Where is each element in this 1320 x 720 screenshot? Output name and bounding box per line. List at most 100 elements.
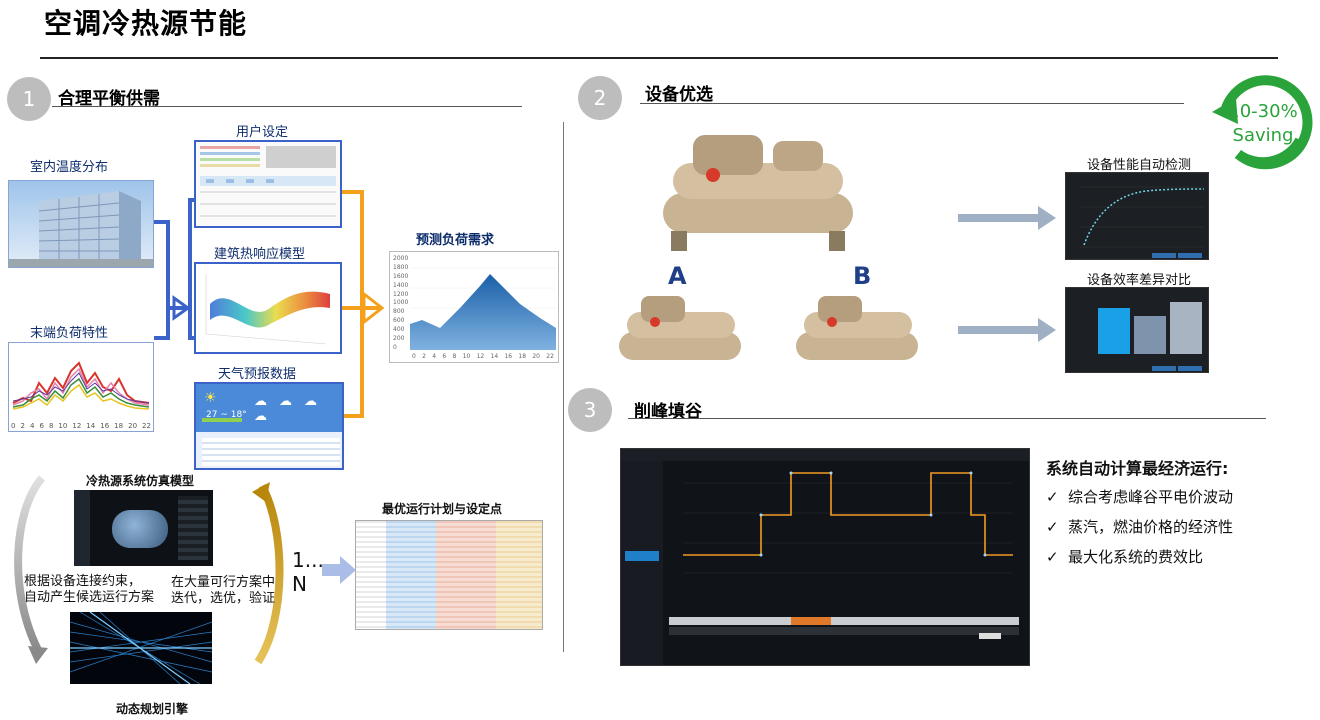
section-3-title: 削峰填谷 <box>634 402 702 422</box>
forecast-ytick: 800 <box>393 308 405 316</box>
forecast-ytick: 1200 <box>393 290 409 298</box>
forecast-xtick: 4 <box>432 353 437 360</box>
flow-connectors <box>154 190 385 418</box>
forecast-title: 预测负荷需求 <box>416 233 495 248</box>
iterate-text: 在大量可行方案中 迭代，选优，验证 <box>171 575 275 607</box>
plan-table-image <box>355 520 543 630</box>
bullet-item: ✓ 综合考虑峰谷平电价波动 <box>1046 486 1233 507</box>
forecast-xtick: 16 <box>504 353 513 360</box>
forecast-xtick: 8 <box>452 353 457 360</box>
section-3-number: 3 <box>568 388 612 432</box>
title-divider <box>40 57 1278 59</box>
forecast-xtick: 22 <box>546 353 554 360</box>
economic-run-header: 系统自动计算最经济运行: <box>1046 459 1229 478</box>
perf-label: 设备性能自动检测 <box>1087 158 1192 173</box>
page-title: 空调冷热源节能 <box>44 7 248 40</box>
indoor-temp-label: 室内温度分布 <box>30 160 109 175</box>
constraint-text: 根据设备连接约束， 自动产生候选运行方案 <box>24 574 154 606</box>
sun-icon: ☀ <box>204 390 217 406</box>
forecast-xtick: 10 <box>462 353 471 360</box>
saving-badge: 10-30% Saving <box>1222 100 1304 148</box>
bullet-item: ✓ 最大化系统的费效比 <box>1046 546 1203 567</box>
check-icon: ✓ <box>1046 488 1059 506</box>
terminal-xtick: 0 <box>11 422 16 430</box>
terminal-load-label: 末端负荷特性 <box>30 326 109 341</box>
iteration-count-bottom: N <box>292 572 307 596</box>
saving-word: Saving <box>1232 125 1294 146</box>
iterate-text-line: 迭代，选优，验证 <box>171 591 276 606</box>
terminal-xtick: 6 <box>39 422 44 430</box>
forecast-xtick: 14 <box>490 353 499 360</box>
section-3-underline <box>628 418 1266 419</box>
terminal-xtick: 22 <box>142 422 151 430</box>
terminal-load-chart: 0 2 4 6 8 10 12 14 16 18 20 22 <box>8 342 154 432</box>
bullet-text: 蒸汽，燃油价格的经济性 <box>1068 518 1234 536</box>
terminal-xtick: 16 <box>100 422 110 430</box>
iteration-count-top: 1... <box>292 548 324 572</box>
forecast-ytick: 1000 <box>393 299 409 307</box>
building-model-label: 建筑热响应模型 <box>214 247 306 262</box>
engine-label: 动态规划引擎 <box>116 702 189 716</box>
plan-label: 最优运行计划与设定点 <box>382 502 503 516</box>
constraint-text-line: 自动产生候选运行方案 <box>24 590 155 605</box>
bullet-text: 最大化系统的费效比 <box>1068 548 1204 566</box>
terminal-xtick: 4 <box>29 422 35 430</box>
chiller-a-image <box>619 296 741 360</box>
building-model-image <box>194 262 342 354</box>
chiller-a-label: A <box>668 262 687 290</box>
forecast-ytick: 200 <box>393 335 405 343</box>
section-1-number: 1 <box>7 77 51 121</box>
chiller-b-image <box>796 296 918 360</box>
terminal-xtick: 20 <box>128 422 138 430</box>
terminal-xtick: 2 <box>20 422 25 430</box>
chiller-b-label: B <box>853 262 872 290</box>
cloud-icon: ☁☁☁☁ <box>254 394 329 424</box>
eff-label: 设备效率差异对比 <box>1087 273 1192 288</box>
forecast-xtick: 6 <box>442 353 447 360</box>
forecast-ytick: 1600 <box>393 272 409 280</box>
forecast-xtick: 2 <box>422 353 426 360</box>
eff-arrow <box>958 318 1056 342</box>
iteration-count: 1... N <box>292 548 324 596</box>
terminal-xtick: 18 <box>114 422 124 430</box>
forecast-ytick: 2000 <box>393 255 409 262</box>
weather-label: 天气预报数据 <box>218 367 297 382</box>
saving-cycle-icon <box>1212 75 1313 170</box>
section-2-underline <box>640 103 1184 104</box>
forecast-xtick: 12 <box>476 353 485 360</box>
forecast-ytick: 0 <box>393 343 397 351</box>
terminal-xtick: 14 <box>86 422 96 430</box>
terminal-xtick: 8 <box>48 422 54 430</box>
forecast-xtick: 18 <box>518 353 527 360</box>
forecast-ytick: 600 <box>393 317 405 325</box>
optimization-loop-arrows <box>14 475 284 665</box>
forecast-xtick: 20 <box>532 353 540 360</box>
bullet-text: 综合考虑峰谷平电价波动 <box>1068 488 1234 506</box>
check-icon: ✓ <box>1046 548 1059 566</box>
section-1-underline <box>52 106 522 107</box>
perf-chart-image <box>1065 172 1209 260</box>
eff-chart-image <box>1065 287 1209 373</box>
forecast-ytick: 1800 <box>393 263 409 271</box>
perf-arrow <box>958 206 1056 230</box>
terminal-xtick: 12 <box>72 422 82 430</box>
forecast-chart: 2000 1800 1600 1400 1200 1000 800 600 40… <box>389 251 559 363</box>
iterate-text-line: 在大量可行方案中 <box>171 575 276 590</box>
weather-temp: 27 ~ 18° <box>206 410 247 420</box>
chiller-large-image <box>663 135 853 251</box>
saving-percent: 10-30% <box>1228 101 1298 122</box>
section-2-number: 2 <box>578 76 622 120</box>
forecast-xtick: 0 <box>412 353 416 360</box>
to-plan-arrow <box>322 556 356 584</box>
section-divider <box>563 122 564 652</box>
user-settings-image <box>194 140 342 228</box>
bullet-item: ✓蒸汽，燃油价格的经济性 <box>1046 516 1233 537</box>
sim-model-image <box>74 490 213 566</box>
peak-shaving-screen <box>620 448 1030 666</box>
sim-model-label: 冷热源系统仿真模型 <box>86 474 195 488</box>
constraint-text-line: 根据设备连接约束， <box>24 574 142 589</box>
user-settings-label: 用户设定 <box>236 125 289 140</box>
terminal-xtick: 10 <box>58 422 68 430</box>
building-image <box>8 180 154 268</box>
forecast-ytick: 1400 <box>393 281 409 289</box>
